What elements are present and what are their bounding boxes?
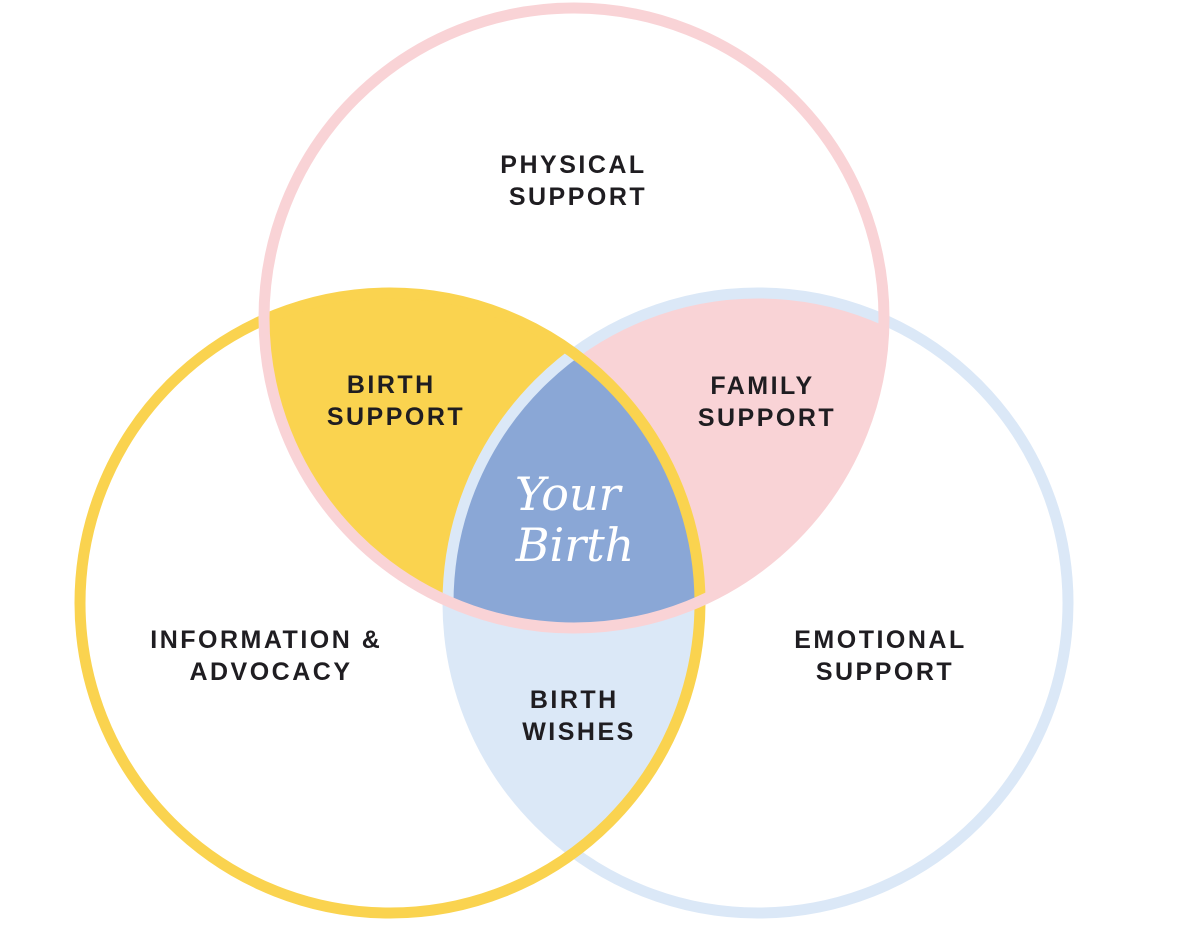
- birth-wishes-label: BIRTH WISHES: [522, 686, 636, 746]
- center-region: [448, 293, 700, 628]
- information-advocacy-label: INFORMATION & ADVOCACY: [150, 626, 391, 686]
- family-support-label: FAMILY SUPPORT: [698, 372, 836, 432]
- emotional-support-label: EMOTIONAL SUPPORT: [794, 626, 976, 686]
- birth-support-label: BIRTH SUPPORT: [327, 371, 465, 431]
- physical-support-label: PHYSICAL SUPPORT: [500, 151, 655, 211]
- center-label: Your Birth: [515, 467, 635, 572]
- physical-support-circle: [258, 2, 890, 634]
